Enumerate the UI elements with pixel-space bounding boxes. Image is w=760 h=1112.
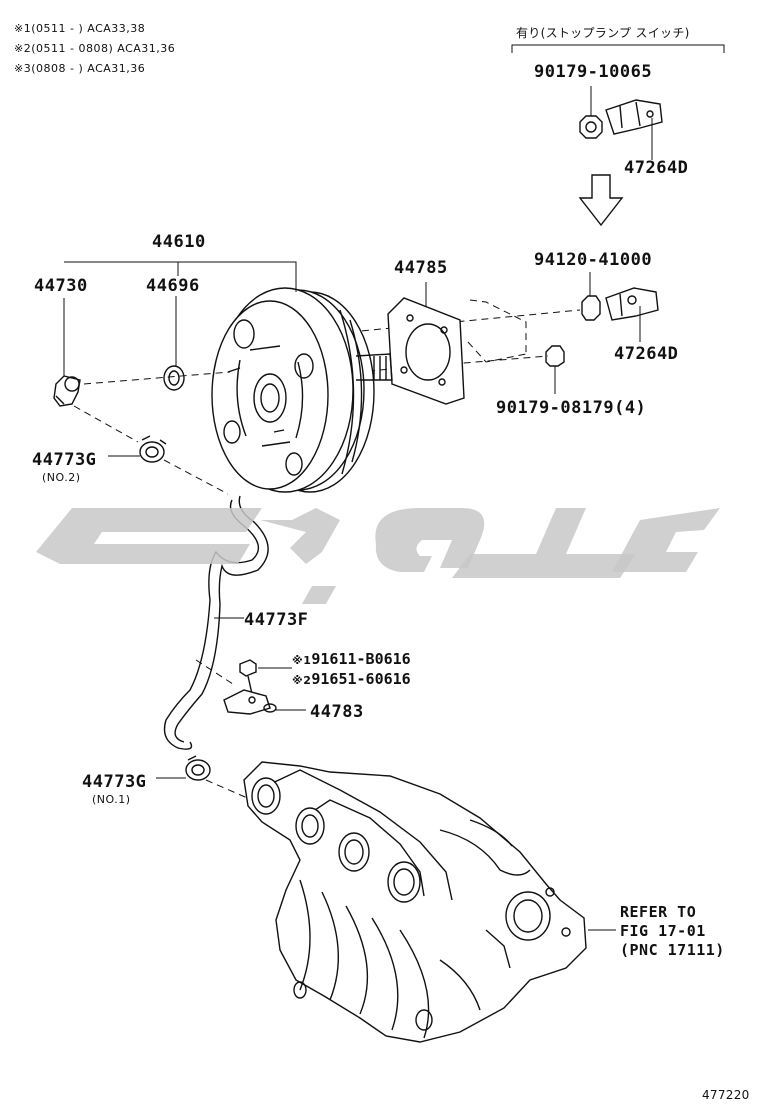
label-44783[interactable]: 44783 xyxy=(310,702,364,722)
label-44730[interactable]: 44730 xyxy=(34,276,88,296)
clamp-44773g-no1 xyxy=(156,755,253,801)
label-44696[interactable]: 44696 xyxy=(146,276,200,296)
label-90179-08179[interactable]: 90179-08179(4) xyxy=(496,398,647,418)
check-valve-44730 xyxy=(53,298,231,443)
label-91651-60616[interactable]: ※291651-60616 xyxy=(292,670,411,688)
label-44785[interactable]: 44785 xyxy=(394,258,448,278)
label-44610[interactable]: 44610 xyxy=(152,232,206,252)
note-2: ※2(0511 - 0808) ACA31,36 xyxy=(14,42,176,55)
label-47264d-bottom[interactable]: 47264D xyxy=(614,344,679,364)
label-44773f[interactable]: 44773F xyxy=(244,610,309,630)
bracket-44783 xyxy=(223,689,306,715)
watermark-logo xyxy=(36,508,720,604)
label-44773g-no1-sub: (NO.1) xyxy=(92,793,131,806)
arrow-down xyxy=(578,174,624,227)
nut-90179-10065 xyxy=(579,86,603,139)
bracket-47264d-bottom xyxy=(605,287,659,342)
clamp-44773g-no2 xyxy=(108,435,229,495)
bracket-47264d-top xyxy=(605,99,663,160)
nut-94120-41000 xyxy=(581,272,601,321)
refer-line-2[interactable]: FIG 17-01 xyxy=(620,922,706,940)
gasket-44785 xyxy=(387,282,465,405)
option-bracket xyxy=(511,44,725,53)
refer-line-3: (PNC 17111) xyxy=(620,941,725,959)
note-1: ※1(0511 - ) ACA33,38 xyxy=(14,22,146,35)
label-44773g-no1[interactable]: 44773G xyxy=(82,772,147,792)
label-44773g-no2[interactable]: 44773G xyxy=(32,450,97,470)
label-47264d-top[interactable]: 47264D xyxy=(624,158,689,178)
intake-manifold xyxy=(243,761,616,1043)
label-91611-b0616[interactable]: ※191611-B0616 xyxy=(292,650,411,668)
hose-44773f xyxy=(163,495,269,750)
option-note: 有り(ストップランプ スイッチ) xyxy=(516,26,690,40)
refer-line-1: REFER TO xyxy=(620,903,697,921)
nut-90179-08179 xyxy=(545,345,565,394)
note-3: ※3(0808 - ) ACA31,36 xyxy=(14,62,146,75)
bolt-91611 xyxy=(195,659,292,695)
label-90179-10065[interactable]: 90179-10065 xyxy=(534,62,653,82)
label-44773g-no2-sub: (NO.2) xyxy=(42,471,81,484)
grommet-44696 xyxy=(163,296,185,391)
brake-booster-44610 xyxy=(64,261,393,493)
illustration-id: 477220 xyxy=(702,1088,750,1102)
label-94120-41000[interactable]: 94120-41000 xyxy=(534,250,653,270)
